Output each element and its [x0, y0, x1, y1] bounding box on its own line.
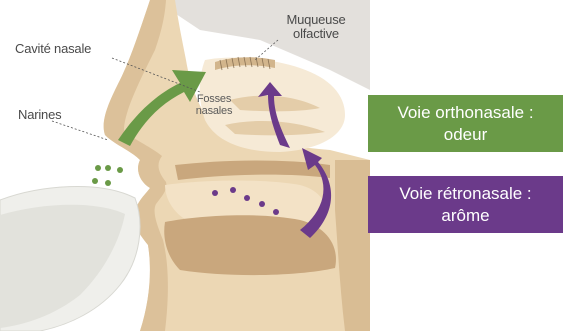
orthonasal-odor-molecules	[92, 165, 123, 186]
label-nasal-cavity: Cavité nasale	[15, 42, 91, 56]
label-olfactory-mucosa: Muqueuse olfactive	[281, 13, 351, 40]
orthonasal-line1: Voie orthonasale :	[397, 102, 533, 124]
label-nostrils-text: Narines	[18, 107, 61, 122]
retronasal-pathway-label: Voie rétronasale : arôme	[368, 176, 563, 233]
label-nostrils: Narines	[18, 108, 61, 122]
label-nasal-fossae: Fosses nasales	[194, 94, 234, 117]
leader-nostrils	[52, 121, 108, 140]
label-olfactory-mucosa-line2: olfactive	[281, 27, 351, 41]
leader-olfactory-mucosa	[255, 40, 278, 60]
label-olfactory-mucosa-line1: Muqueuse	[281, 13, 351, 27]
label-nasal-fossae-line1: Fosses	[194, 94, 234, 106]
retronasal-line2: arôme	[441, 205, 489, 227]
retronasal-line1: Voie rétronasale :	[399, 183, 531, 205]
orthonasal-line2: odeur	[444, 124, 487, 146]
label-nasal-fossae-line2: nasales	[194, 106, 234, 118]
label-nasal-cavity-text: Cavité nasale	[15, 41, 91, 56]
orthonasal-pathway-label: Voie orthonasale : odeur	[368, 95, 563, 152]
